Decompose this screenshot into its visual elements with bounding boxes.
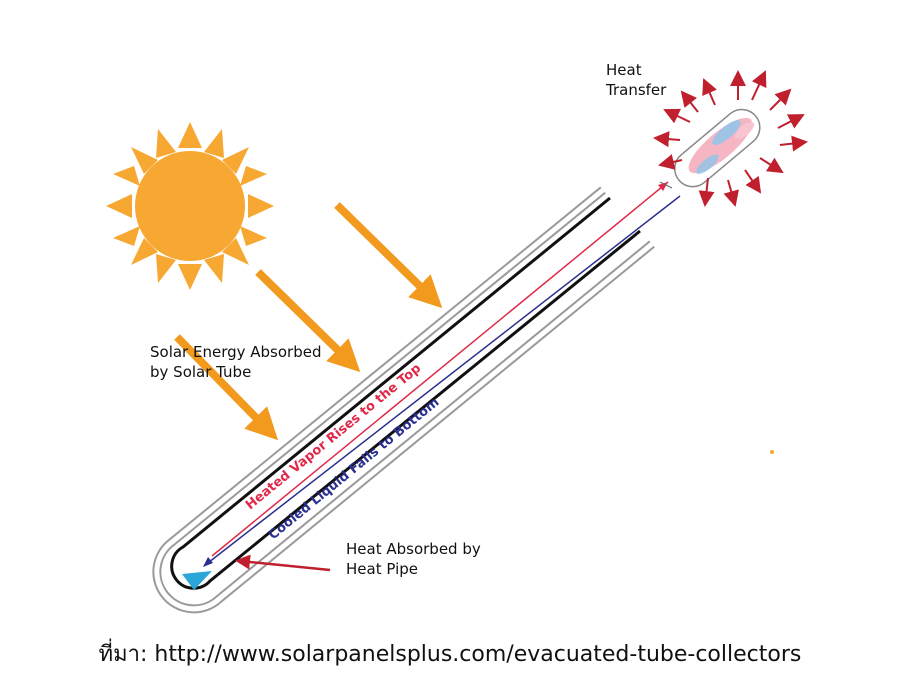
heat-transfer-arrow-icon — [653, 131, 681, 148]
heat-transfer-arrow-icon — [680, 90, 699, 113]
heat-transfer-label: Heat Transfer — [606, 61, 667, 99]
condenser-bulb — [674, 108, 761, 188]
heat-transfer-arrow-icon — [702, 78, 717, 106]
sunlight-arrows — [174, 202, 443, 441]
pipe-pointer-arrow-icon — [235, 554, 331, 572]
water-pool — [182, 571, 212, 590]
heat-pipe-label: Heat Absorbed by Heat Pipe — [346, 540, 481, 578]
evacuated-tube — [152, 186, 655, 614]
heat-transfer-arrow-icon — [658, 154, 683, 170]
heat-transfer-arrow-icon — [769, 88, 792, 111]
heat-transfer-arrow-icon — [698, 177, 715, 207]
solar-energy-label: Solar Energy Absorbed by Solar Tube — [150, 343, 322, 381]
heat-pipe — [203, 181, 681, 567]
sunlight-arrow-icon — [334, 202, 443, 309]
heat-transfer-arrow-icon — [779, 135, 808, 152]
liquid-line — [203, 195, 681, 567]
tube-inner-absorber — [170, 196, 641, 590]
heat-transfer-arrow-icon — [751, 70, 767, 101]
sunlight-arrow-icon — [255, 269, 361, 373]
heat-transfer-arrow-icon — [663, 108, 691, 124]
heat-transfer-arrows — [653, 70, 808, 207]
liquid-arrow-icon — [203, 557, 213, 567]
source-caption: ที่มา: http://www.solarpanelsplus.com/ev… — [98, 642, 802, 667]
dot-mark — [770, 450, 774, 454]
heat-transfer-arrow-icon — [777, 114, 805, 129]
sunlight-arrow-icon — [174, 334, 279, 441]
vapor-line — [211, 181, 669, 557]
heat-transfer-arrow-icon — [759, 157, 784, 174]
heat-transfer-arrow-icon — [744, 169, 762, 194]
heat-transfer-arrow-icon — [723, 179, 739, 207]
sun-icon — [106, 122, 274, 290]
